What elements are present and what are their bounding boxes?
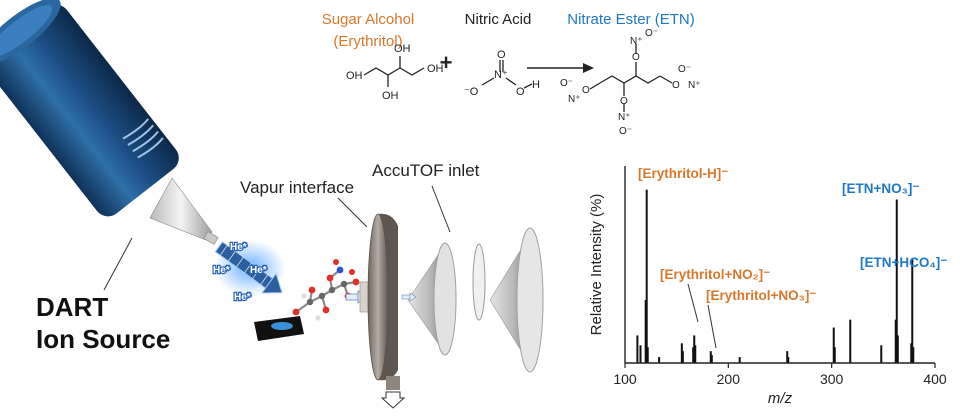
annotation-erythritol-no2: [Erythritol+NO₂]⁻	[660, 267, 770, 282]
x-tick-label: 300	[820, 371, 844, 387]
etn-bond	[589, 82, 601, 90]
inlet-plate-2	[516, 227, 544, 373]
y-axis-title: Relative Intensity (%)	[588, 194, 605, 336]
erythritol-backbone	[363, 67, 425, 76]
molecule-model	[292, 259, 360, 321]
atom-label: O	[632, 52, 640, 63]
erythritol-structure	[363, 56, 425, 87]
annotation-etn-hco4: [ETN+HCO₄]⁻	[860, 255, 947, 270]
x-ticks: 100 200 300 400	[613, 363, 947, 387]
helium-label: He*	[213, 265, 230, 276]
helium-label: He*	[230, 242, 247, 253]
product-label: Nitrate Ester (ETN)	[567, 11, 695, 28]
exhaust-arrow	[380, 391, 406, 409]
sample-card	[254, 316, 304, 341]
atom-label: O	[516, 86, 525, 98]
dart-label: DART	[36, 292, 108, 322]
atom-label: H	[532, 79, 540, 91]
atom-label: O⁻	[560, 78, 573, 89]
nitric-bond	[523, 83, 533, 89]
annotation-leader-lines	[687, 283, 717, 349]
atom-label: N⁺	[630, 36, 643, 47]
atom-label: O⁻	[645, 28, 658, 39]
ion-source-label: Ion Source	[36, 324, 170, 354]
atom-label: OH	[382, 90, 399, 102]
etn-structure: O N⁺ O⁻ O N⁺ O⁻ O N⁺ O⁻ O N⁺ O⁻	[560, 28, 701, 137]
x-axis-title: m/z	[768, 390, 793, 407]
atom-label: O⁻	[678, 64, 691, 75]
accutof-inlet	[401, 185, 544, 373]
vapur-interface-label: Vapur interface	[240, 178, 354, 197]
x-tick-label: 100	[613, 371, 637, 387]
atom-label: OH	[394, 43, 411, 55]
reaction-scheme: Sugar Alcohol (Erythritol) Nitric Acid N…	[322, 11, 701, 137]
annotation-etn-no3: [ETN+NO₃]⁻	[842, 181, 920, 196]
atom-label: O	[620, 96, 628, 107]
nozzle-tip	[203, 231, 219, 245]
x-tick-label: 400	[923, 371, 947, 387]
annotation-erythritol-h: [Erythritol-H]⁻	[638, 166, 728, 181]
inlet-leader-line	[431, 185, 451, 233]
atom-label: O	[582, 85, 590, 96]
nitric-acid-structure: ⁻O N⁺ O O H	[464, 49, 540, 98]
source-nozzle	[149, 177, 213, 241]
beam-arrow	[214, 241, 283, 294]
etn-backbone	[599, 75, 661, 84]
atom-label: N⁺	[618, 112, 631, 123]
source-leader-line	[103, 237, 133, 291]
etn-bond	[659, 75, 673, 84]
reactant1-label: Sugar Alcohol	[322, 11, 415, 28]
atom-label: ⁻O	[464, 86, 479, 98]
reaction-arrow	[527, 63, 594, 73]
spectrum-peaks	[636, 189, 915, 363]
reactant2-label: Nitric Acid	[465, 11, 532, 28]
atom-label: O	[672, 80, 680, 91]
annotation-erythritol-no3: [Erythritol+NO₃]⁻	[706, 288, 817, 303]
helium-label: He*	[234, 292, 251, 303]
dart-ion-source	[0, 0, 219, 291]
inlet-ring	[472, 243, 486, 321]
atom-label: N⁺	[568, 94, 581, 105]
interface-stem	[386, 376, 400, 390]
x-tick-label: 200	[717, 371, 741, 387]
atom-label: N⁺	[688, 80, 701, 91]
atom-label: OH	[346, 70, 363, 82]
inlet-plate-1	[433, 242, 457, 356]
reactant1-sublabel: (Erythritol)	[333, 33, 402, 50]
plus-sign: +	[440, 50, 453, 75]
atom-label: N⁺	[494, 69, 508, 81]
helium-label: He*	[250, 265, 267, 276]
atom-label: O	[497, 49, 506, 61]
interface-disc	[367, 213, 389, 381]
accutof-inlet-label: AccuTOF inlet	[372, 161, 480, 180]
source-cylinder	[0, 0, 179, 217]
source-grooves	[122, 118, 164, 159]
vapur-interface	[337, 197, 406, 409]
atom-label: O⁻	[619, 126, 632, 137]
atom-label: OH	[427, 63, 444, 75]
nitric-bond	[505, 77, 517, 86]
nitric-bond	[481, 77, 495, 86]
interface-leader-line	[337, 197, 368, 228]
helium-beam: He* He* He* He*	[212, 240, 286, 304]
